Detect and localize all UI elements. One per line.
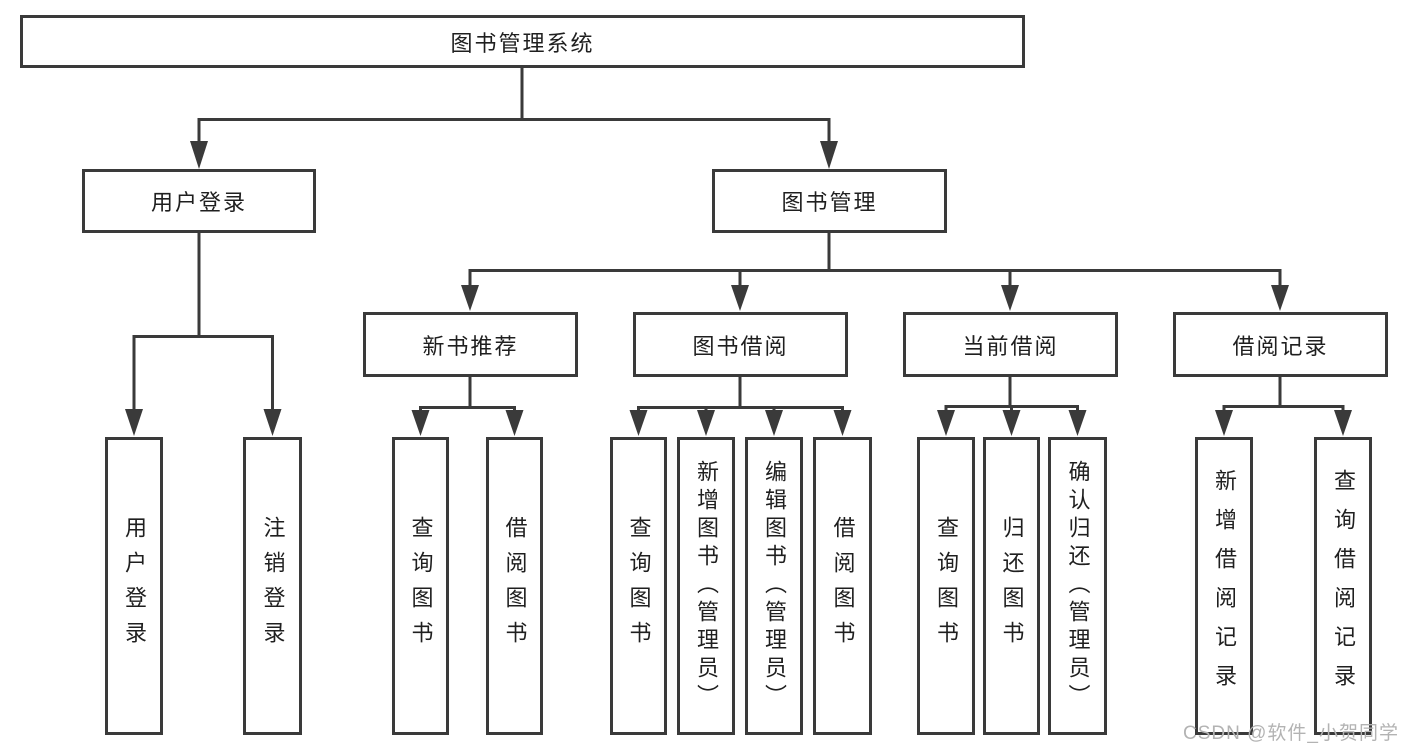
node-library-management-system: 图书管理系统 <box>20 15 1025 68</box>
node-label: 借阅图书 <box>502 516 528 656</box>
arrowhead <box>190 141 208 169</box>
arrowhead <box>765 410 783 436</box>
arrowhead <box>1068 410 1087 436</box>
node-label: 注销登录 <box>260 516 286 656</box>
node-label: 新书推荐 <box>422 333 519 359</box>
connector-arrowheads <box>125 141 1352 436</box>
arrowhead <box>1001 285 1019 311</box>
arrowhead <box>505 410 524 436</box>
connector-newbook-to-leaves <box>419 377 516 430</box>
node-label: 借阅图书 <box>830 516 856 656</box>
arrowhead <box>629 410 648 436</box>
arrowhead <box>125 409 143 436</box>
node-label: 用户登录 <box>150 190 247 215</box>
node-borrowing-records: 借阅记录 <box>1173 312 1388 377</box>
leaf-query-borrow-record: 查询借阅记录 <box>1314 437 1372 735</box>
arrowhead <box>263 409 282 436</box>
leaf-return-books: 归还图书 <box>983 437 1040 735</box>
leaf-edit-books-admin: 编辑图书（管理员） <box>745 437 803 735</box>
node-label: 查询图书 <box>626 516 652 656</box>
node-label: 图书管理 <box>781 190 878 215</box>
node-book-borrowing: 图书借阅 <box>633 312 848 377</box>
arrowhead <box>820 141 838 169</box>
node-user-login: 用户登录 <box>82 169 316 233</box>
node-label: 图书借阅 <box>692 333 789 359</box>
node-label: 用户登录 <box>122 516 147 656</box>
leaf-borrow-books-recommend: 借阅图书 <box>486 437 543 735</box>
node-label: 归还图书 <box>999 516 1025 656</box>
node-label: 新增图书（管理员） <box>694 460 719 712</box>
leaf-confirm-return-admin: 确认归还（管理员） <box>1048 437 1107 735</box>
node-label: 新增借阅记录 <box>1212 469 1237 703</box>
node-label: 图书管理系统 <box>450 30 595 56</box>
node-current-borrowing: 当前借阅 <box>903 312 1118 377</box>
leaf-borrow-books: 借阅图书 <box>813 437 872 735</box>
arrowhead <box>937 410 955 436</box>
arrowhead <box>1002 410 1021 436</box>
leaf-add-books-admin: 新增图书（管理员） <box>677 437 735 735</box>
connector-userlogin-to-leaves <box>132 233 274 430</box>
leaf-add-borrow-record: 新增借阅记录 <box>1195 437 1253 735</box>
node-label: 查询图书 <box>408 516 434 656</box>
node-book-management: 图书管理 <box>712 169 947 233</box>
node-new-book-recommend: 新书推荐 <box>363 312 578 377</box>
arrowhead <box>697 410 715 436</box>
node-label: 借阅记录 <box>1232 333 1329 359</box>
connector-root-to-level2 <box>197 68 831 162</box>
arrowhead <box>411 410 430 436</box>
leaf-query-books-current: 查询图书 <box>917 437 975 735</box>
node-label: 查询借阅记录 <box>1331 469 1356 703</box>
arrowhead <box>1334 410 1352 436</box>
arrowhead <box>833 410 852 436</box>
node-label: 编辑图书（管理员） <box>762 460 787 712</box>
connector-borrowmgmt-to-leaves <box>637 377 844 430</box>
csdn-watermark: CSDN @软件_小贺同学 <box>1183 723 1399 744</box>
arrowhead <box>731 285 749 311</box>
arrowhead <box>1215 410 1233 436</box>
arrowhead <box>461 285 479 311</box>
leaf-query-books-borrow: 查询图书 <box>610 437 667 735</box>
leaf-query-books-recommend: 查询图书 <box>392 437 449 735</box>
leaf-user-login: 用户登录 <box>105 437 163 735</box>
arrowhead <box>1271 285 1289 311</box>
connector-bookmgmt-to-level3 <box>468 233 1282 306</box>
leaf-logout-login: 注销登录 <box>243 437 302 735</box>
node-label: 确认归还（管理员） <box>1065 460 1091 712</box>
node-label: 查询图书 <box>934 516 959 656</box>
node-label: 当前借阅 <box>962 333 1059 359</box>
connector-records-to-leaves <box>1222 377 1345 430</box>
